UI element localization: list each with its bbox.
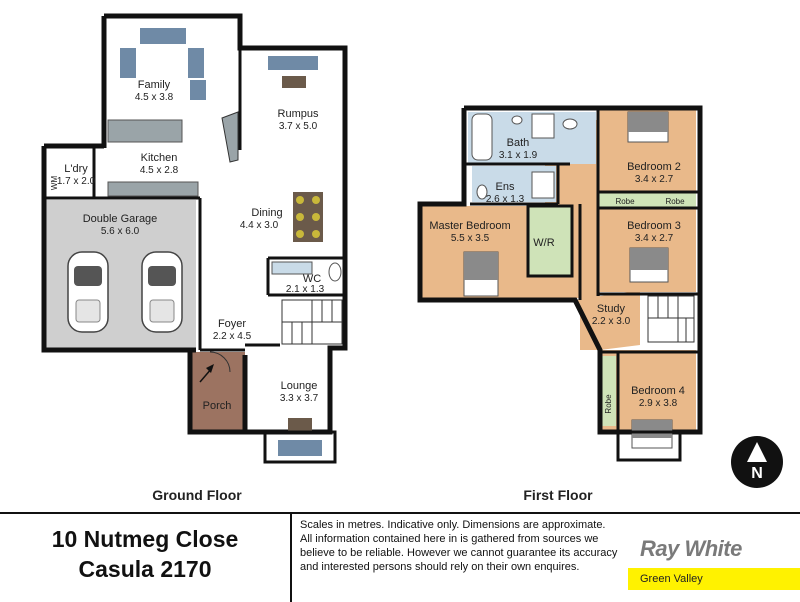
family-dims: 4.5 x 3.8 [135, 92, 174, 103]
bed3-bed-icon [629, 247, 669, 283]
car-left-icon [67, 251, 109, 333]
address-line-2: Casula 2170 [78, 556, 212, 582]
bath-dims: 3.1 x 1.9 [499, 150, 538, 161]
ens-toilet [476, 184, 488, 200]
porch-floor [190, 352, 245, 432]
bed3-dims: 3.4 x 2.7 [635, 233, 674, 244]
garage-name: Double Garage [83, 213, 158, 225]
entry-arrow-icon [199, 364, 214, 383]
laundry-dims: 1.7 x 2.0 [57, 176, 96, 187]
front-door-swing [209, 351, 231, 373]
ground-stairs [281, 299, 343, 345]
foyer-dims: 2.2 x 4.5 [213, 331, 252, 342]
rumpus-name: Rumpus [278, 108, 319, 120]
study-name: Study [597, 303, 626, 315]
ens-name: Ens [496, 181, 515, 193]
wc-toilet [328, 262, 342, 282]
disclaimer: Scales in metres. Indicative only. Dimen… [300, 519, 618, 573]
dining-name: Dining [251, 207, 282, 219]
master-bed-icon [463, 251, 499, 297]
wm-label: WM [50, 176, 59, 191]
robe-label-bed2: Robe [615, 197, 635, 206]
lounge-table [288, 418, 312, 432]
ens-dims: 2.6 x 1.3 [486, 194, 525, 205]
bed3-name: Bedroom 3 [627, 220, 681, 232]
first-walls [417, 105, 703, 435]
lounge-sofa [278, 440, 322, 456]
wc-vanity [271, 261, 313, 275]
family-chair [190, 80, 206, 100]
bed4-bay-window [616, 430, 682, 462]
laundry-floor [46, 148, 94, 198]
robe-strip-floor [598, 192, 696, 208]
footer: 10 Nutmeg Close Casula 2170 Scales in me… [0, 512, 800, 602]
wr-floor [528, 206, 572, 276]
first-floor-plan: Bath 3.1 x 1.9 Ens 2.6 x 1.3 Master Bedr… [417, 105, 703, 503]
master-dims: 5.5 x 3.5 [451, 233, 490, 244]
bath-basin [511, 115, 523, 125]
first-interior-walls [464, 108, 700, 430]
address-line-1: 10 Nutmeg Close [51, 526, 239, 552]
dining-chairs [296, 196, 320, 238]
compass-label: N [751, 465, 763, 482]
rumpus-table [282, 76, 306, 88]
wc-dims: 2.1 x 1.3 [286, 284, 325, 295]
kitchen-bench [107, 181, 199, 197]
family-name: Family [138, 79, 171, 91]
floor-plan: Family 4.5 x 3.8 Rumpus 3.7 x 5.0 Kitche… [41, 13, 783, 503]
address: 10 Nutmeg Close Casula 2170 [0, 524, 290, 584]
bed2-dims: 3.4 x 2.7 [635, 174, 674, 185]
robe-label-bed4: Robe [604, 394, 613, 414]
bath-shower [531, 113, 555, 139]
bed4-name: Bedroom 4 [631, 385, 685, 397]
wc-name: WC [303, 273, 321, 285]
family-sofa-left [120, 48, 136, 78]
lounge-dims: 3.3 x 3.7 [280, 393, 319, 404]
family-sofa-top [140, 28, 186, 44]
master-name: Master Bedroom [429, 220, 510, 232]
foyer-name: Foyer [218, 318, 246, 330]
wr-name: W/R [533, 237, 554, 249]
north-arrow-icon: N [731, 436, 783, 488]
dining-dims: 4.4 x 3.0 [240, 220, 279, 231]
branch-name: Green Valley [628, 568, 800, 590]
ground-walls [41, 13, 348, 435]
study-floor [575, 290, 640, 350]
laundry-name: L'dry [64, 163, 88, 175]
bathtub [471, 113, 493, 161]
garage-dims: 5.6 x 6.0 [101, 226, 140, 237]
ens-shower [531, 171, 555, 199]
bed4-robe-floor [600, 356, 616, 426]
ground-interior-walls [44, 48, 345, 352]
first-stairs [647, 295, 695, 343]
lounge-bay-window [263, 430, 337, 464]
family-sofa-right [188, 48, 204, 78]
bed2-name: Bedroom 2 [627, 161, 681, 173]
kitchen-island [107, 119, 183, 143]
bed4-dims: 2.9 x 3.8 [639, 398, 678, 409]
lounge-name: Lounge [281, 380, 318, 392]
rumpus-sofa [268, 56, 318, 70]
pantry [221, 111, 239, 163]
study-dims: 2.2 x 3.0 [592, 316, 631, 327]
kitchen-dims: 4.5 x 2.8 [140, 165, 179, 176]
ground-floor-plan: Family 4.5 x 3.8 Rumpus 3.7 x 5.0 Kitche… [41, 13, 348, 503]
bath-name: Bath [507, 137, 530, 149]
footer-divider [290, 514, 292, 602]
ground-floor-title: Ground Floor [152, 487, 242, 503]
car-right-icon [141, 251, 183, 333]
first-floor-title: First Floor [523, 487, 593, 503]
bed2-bed-icon [627, 111, 669, 143]
rumpus-dims: 3.7 x 5.0 [279, 121, 318, 132]
brand-logo: Ray White [640, 536, 742, 561]
kitchen-name: Kitchen [141, 152, 178, 164]
porch-name: Porch [203, 400, 232, 412]
robe-label-bed3: Robe [665, 197, 685, 206]
bath-toilet [562, 118, 578, 130]
bed4-bed-icon [631, 419, 673, 449]
